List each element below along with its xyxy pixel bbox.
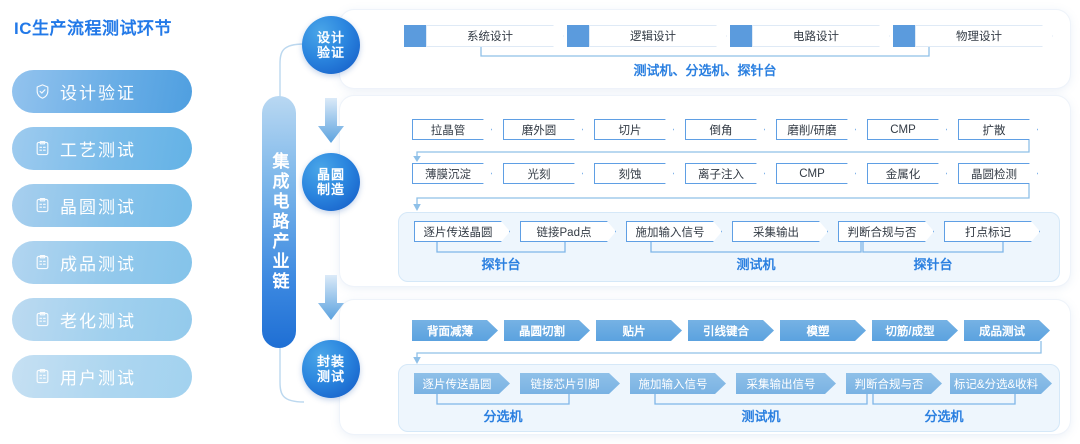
sidebar-item-label: 晶圆测试: [60, 198, 136, 217]
wafer-row1-step-5[interactable]: CMP: [867, 119, 947, 140]
step-marker-square: [567, 25, 589, 47]
wafer-group-label-1: 测试机: [736, 257, 776, 272]
package-test-step-5[interactable]: 标记&分选&收料: [950, 373, 1052, 394]
down-arrow-icon: [316, 98, 346, 144]
stage-badge-line2: 测试: [316, 369, 345, 384]
sidebar-item-label: 老化测试: [60, 312, 136, 331]
step-marker-square: [730, 25, 752, 47]
wafer-row2-step-5[interactable]: 金属化: [867, 163, 947, 184]
stage-badge-line2: 验证: [316, 45, 345, 60]
wafer-to-test-connector: [410, 184, 1040, 214]
package-test-step-1[interactable]: 链接芯片引脚: [520, 373, 620, 394]
wafer-test-step-4[interactable]: 判断合规与否: [838, 221, 934, 242]
package-row1-step-0[interactable]: 背面减薄: [412, 320, 498, 341]
wafer-test-step-5[interactable]: 打点标记: [944, 221, 1040, 242]
design-equipment-bracket: [480, 47, 930, 63]
stage-badge-package[interactable]: 封装 测试: [302, 340, 360, 398]
sidebar-item-user-test[interactable]: 用户测试: [12, 355, 192, 398]
sidebar-item-burn-in-test[interactable]: 老化测试: [12, 298, 192, 341]
clipboard-icon: [34, 311, 51, 328]
stage-badge-line1: 设计: [316, 29, 345, 45]
design-equipment-label: 测试机、分选机、探针台: [633, 63, 777, 78]
clipboard-icon: [34, 368, 51, 385]
sidebar-item-label: 设计验证: [60, 84, 136, 103]
sidebar-item-label: 用户测试: [60, 369, 136, 388]
spine-label: 集成电路产业链: [269, 152, 289, 292]
package-group-bracket-1: [654, 394, 868, 408]
package-group-label-1: 测试机: [741, 409, 781, 424]
package-test-step-2[interactable]: 施加输入信号: [630, 373, 726, 394]
design-step-3[interactable]: 物理设计: [915, 25, 1053, 47]
package-row1-step-5[interactable]: 切筋/成型: [872, 320, 958, 341]
design-step-1[interactable]: 逻辑设计: [589, 25, 727, 47]
package-row1-step-4[interactable]: 模塑: [780, 320, 866, 341]
sidebar-item-wafer-test[interactable]: 晶圆测试: [12, 184, 192, 227]
sidebar-item-label: 成品测试: [60, 255, 136, 274]
wafer-row2-step-0[interactable]: 薄膜沉淀: [412, 163, 492, 184]
package-test-step-0[interactable]: 逐片传送晶圆: [414, 373, 510, 394]
wafer-test-step-1[interactable]: 链接Pad点: [520, 221, 616, 242]
wafer-group-label-0: 探针台: [481, 257, 521, 272]
stage-badge-line2: 制造: [316, 182, 345, 197]
package-group-bracket-2: [872, 394, 1016, 408]
package-row1-step-6[interactable]: 成品测试: [964, 320, 1050, 341]
sidebar-item-label: 工艺测试: [60, 141, 136, 160]
wafer-row1-step-4[interactable]: 磨削/研磨: [776, 119, 856, 140]
step-marker-square: [404, 25, 426, 47]
clipboard-icon: [34, 254, 51, 271]
package-to-test-connector: [410, 341, 1050, 367]
wafer-group-bracket-1: [650, 242, 862, 256]
package-group-bracket-0: [436, 394, 570, 408]
wafer-test-step-0[interactable]: 逐片传送晶圆: [414, 221, 510, 242]
clipboard-icon: [34, 140, 51, 157]
wafer-row1-step-2[interactable]: 切片: [594, 119, 674, 140]
down-arrow-icon: [316, 275, 346, 321]
sidebar-item-process-test[interactable]: 工艺测试: [12, 127, 192, 170]
shield-check-icon: [34, 83, 51, 100]
sidebar-item-design-verification[interactable]: 设计验证: [12, 70, 192, 113]
package-test-step-3[interactable]: 采集输出信号: [736, 373, 836, 394]
stage-badge-design[interactable]: 设计 验证: [302, 16, 360, 74]
wafer-group-label-2: 探针台: [913, 257, 953, 272]
package-group-label-0: 分选机: [483, 409, 523, 424]
design-step-2[interactable]: 电路设计: [752, 25, 890, 47]
package-row1-step-1[interactable]: 晶圆切割: [504, 320, 590, 341]
wafer-row1-step-1[interactable]: 磨外圆: [503, 119, 583, 140]
step-marker-square: [893, 25, 915, 47]
wafer-row2-step-1[interactable]: 光刻: [503, 163, 583, 184]
wafer-test-step-2[interactable]: 施加输入信号: [626, 221, 722, 242]
design-verification-card: [340, 10, 1070, 88]
wafer-row1-step-3[interactable]: 倒角: [685, 119, 765, 140]
stage-badge-wafer[interactable]: 晶圆 制造: [302, 153, 360, 211]
clipboard-icon: [34, 197, 51, 214]
package-test-step-4[interactable]: 判断合规与否: [846, 373, 942, 394]
wafer-row2-step-3[interactable]: 离子注入: [685, 163, 765, 184]
wafer-test-step-3[interactable]: 采集输出: [732, 221, 828, 242]
wafer-group-bracket-2: [862, 242, 1004, 256]
wafer-row1-step-0[interactable]: 拉晶管: [412, 119, 492, 140]
industry-chain-spine: 集成电路产业链: [262, 96, 296, 348]
wafer-row2-step-2[interactable]: 刻蚀: [594, 163, 674, 184]
package-group-label-2: 分选机: [924, 409, 964, 424]
page-title: IC生产流程测试环节: [14, 19, 172, 38]
wafer-row1-step-6[interactable]: 扩散: [958, 119, 1038, 140]
design-step-0[interactable]: 系统设计: [426, 25, 564, 47]
wafer-row2-step-4[interactable]: CMP: [776, 163, 856, 184]
stage-badge-line1: 封装: [316, 353, 345, 369]
package-row1-step-3[interactable]: 引线键合: [688, 320, 774, 341]
package-row1-step-2[interactable]: 贴片: [596, 320, 682, 341]
wafer-wrap-connector: [410, 140, 1040, 164]
sidebar-item-final-test[interactable]: 成品测试: [12, 241, 192, 284]
wafer-row2-step-6[interactable]: 晶圆检测: [958, 163, 1038, 184]
package-test-subcard: [398, 364, 1060, 432]
stage-badge-line1: 晶圆: [316, 166, 345, 182]
left-panel: IC生产流程测试环节 设计验证 工艺测试: [0, 0, 250, 444]
wafer-group-bracket-0: [436, 242, 566, 256]
